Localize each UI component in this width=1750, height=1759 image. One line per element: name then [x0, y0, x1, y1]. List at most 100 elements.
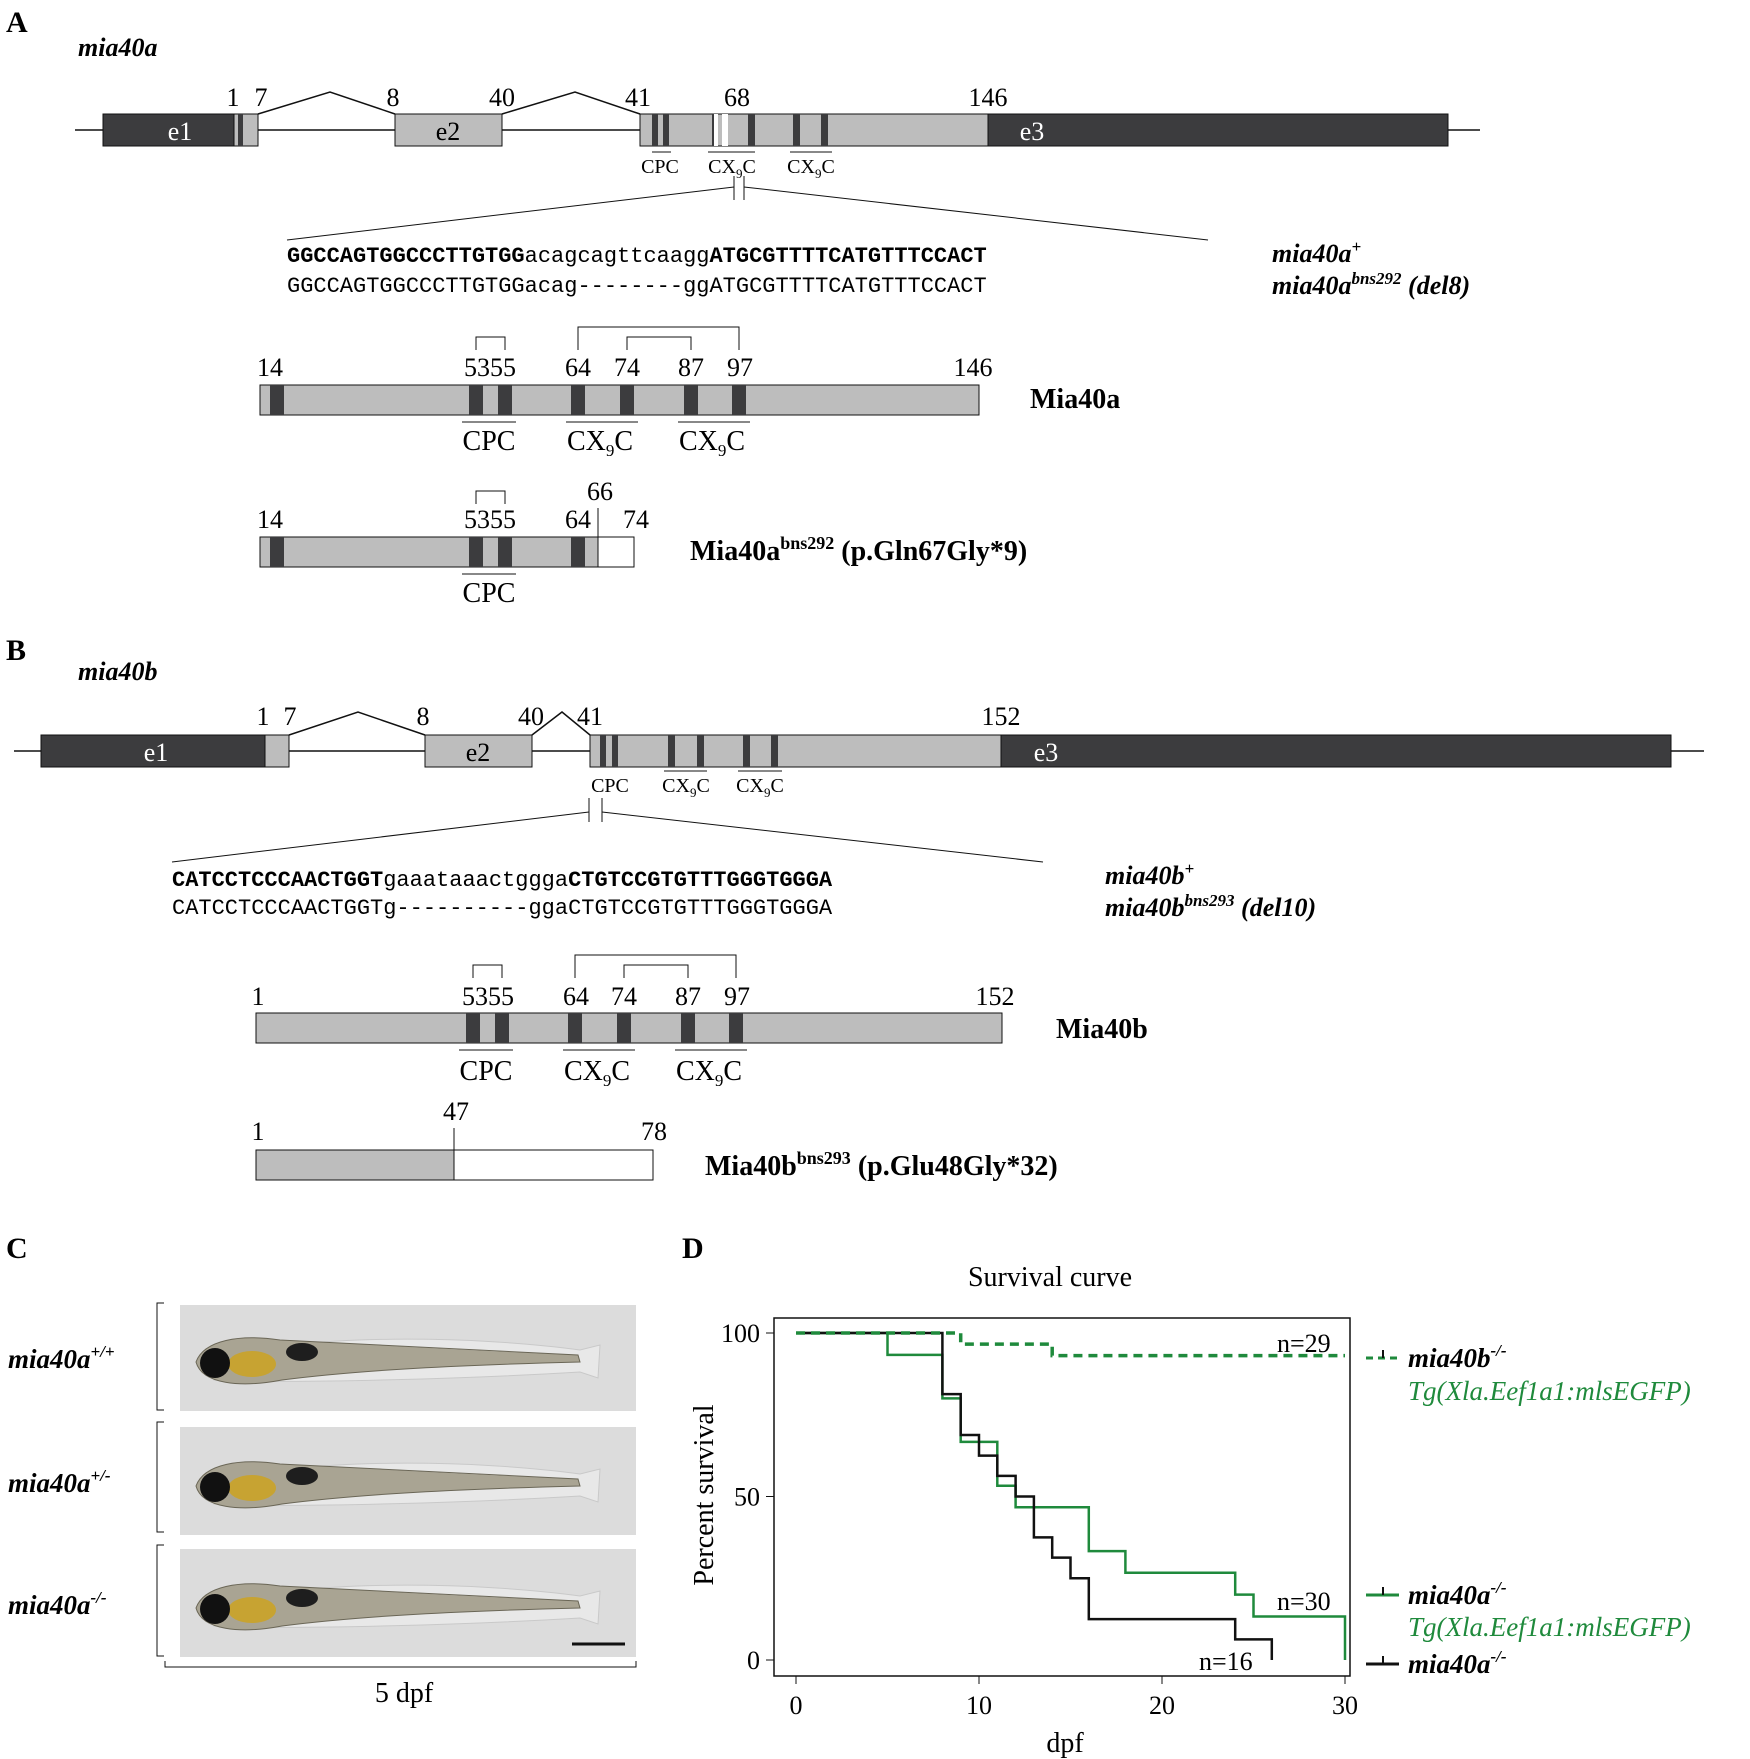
motif-cx: CX: [679, 426, 718, 457]
genotype-label-2: mia40a+/-: [8, 1466, 111, 1498]
seq-bold-left: CATCCTCCCAACTGGT: [172, 868, 383, 893]
exon-1-coding-a: [233, 113, 259, 147]
mut-prot-pos-a-74: 74: [623, 505, 649, 534]
stage-label: 5 dpf: [375, 1678, 434, 1709]
cys-b-3: [668, 735, 675, 767]
exon-1-b: [40, 734, 290, 768]
n-label-series-1: n=29: [1277, 1329, 1331, 1358]
zoom-line-left-b: [171, 811, 590, 863]
exon-3-coding-b: [589, 734, 1002, 768]
exon-label-e2-b: e2: [466, 738, 491, 767]
y-tick-label: 0: [747, 1646, 760, 1675]
panel-d-label: D: [682, 1232, 704, 1265]
mut-prot-cys-a-14: [270, 537, 284, 567]
gene-pos-a-7: 7: [255, 83, 268, 112]
survival-line-2: [796, 1331, 1347, 1660]
allele-sup: bns292: [1351, 269, 1402, 288]
wt-sequence-b: CATCCTCCCAACTGGTgaaataaactgggaCTGTCCGTGT…: [172, 868, 833, 893]
motif-cx9c-gene-a-1: CX9C: [708, 156, 756, 181]
motif-c: C: [821, 156, 834, 178]
disulfide-b-1: [472, 964, 503, 978]
gene-pos-a-68: 68: [724, 83, 750, 112]
mut-protein-name-b: Mia40bbns293 (p.Glu48Gly*32): [705, 1148, 1058, 1182]
protein-name-b: Mia40b: [1056, 1014, 1148, 1045]
gene-pos-a-8: 8: [387, 83, 400, 112]
exon-3-utr-b: [1000, 734, 1672, 768]
mut-disulfide-a: [475, 490, 506, 504]
cys-a-7: [793, 114, 800, 146]
motif-cx: CX: [567, 426, 606, 457]
n-label-series-3: n=16: [1199, 1647, 1253, 1676]
motif-cx: CX: [662, 775, 690, 797]
panel-b-label: B: [6, 634, 26, 667]
allele-suffix: (del10): [1235, 893, 1317, 922]
larva-eye: [200, 1472, 230, 1502]
genotype-name: mia40a: [8, 1344, 91, 1374]
survival-line-1: [796, 1331, 1345, 1358]
seq-mid: acagcagttcaagg: [525, 244, 710, 269]
motif-cx: CX: [787, 156, 815, 178]
genotype-label-3: mia40a-/-: [8, 1588, 107, 1620]
stage-bracket: [164, 1661, 637, 1668]
larva-image-2: [156, 1421, 636, 1535]
mut-sequence-b: CATCCTCCCAACTGGTg----------ggaCTGTCCGTGT…: [172, 896, 833, 921]
zoom-line-left-a: [286, 186, 735, 241]
gene-pos-a-41: 41: [625, 83, 651, 112]
allele-sup: +: [1351, 237, 1361, 256]
allele-name: mia40a: [1272, 271, 1351, 300]
chart-title: Survival curve: [968, 1262, 1132, 1293]
gene-pos-b-1: 1: [257, 702, 270, 731]
gene-pos-b-41: 41: [577, 702, 603, 731]
motif-cpc-gene-a: CPC: [641, 156, 679, 178]
wt-sequence-a: GGCCAGTGGCCCTTGTGGacagcagttcaaggATGCGTTT…: [287, 244, 987, 269]
protein-name: Mia40b: [705, 1151, 797, 1182]
mut-protein-bar-b: [255, 1149, 455, 1181]
disulfide-a-2: [577, 326, 740, 350]
seq-bold-left: GGCCAGTGGCCCTTGTGG: [287, 244, 525, 269]
row-bracket: [156, 1544, 164, 1657]
motif-cx: CX: [736, 775, 764, 797]
motif-cx9c-prot-a-1: CX9C: [567, 426, 633, 460]
mut-prot-pos-a-64: 64: [565, 505, 591, 534]
motif-c: C: [696, 775, 709, 797]
legend-label-1: mia40b-/-: [1408, 1341, 1507, 1373]
panel-a: A mia40a e1 e2 e3 1 7 8 40 41 68 146 CPC: [6, 6, 1480, 609]
legend-label-3: mia40a-/-: [1408, 1647, 1507, 1679]
exon-label-e1-a: e1: [168, 117, 193, 146]
exon-2-a: [394, 113, 503, 147]
wt-allele-a: mia40a+: [1272, 237, 1361, 268]
motif-c: C: [723, 1056, 742, 1087]
mut-allele-a: mia40abns292 (del8): [1272, 269, 1470, 300]
allele-sup: +: [1184, 859, 1194, 878]
cys-a-2: [663, 114, 669, 146]
prot-pos-a-97: 97: [727, 353, 753, 382]
allele-name: mia40a: [1272, 239, 1351, 268]
cys-a-6: [748, 114, 755, 146]
yolk: [228, 1475, 276, 1501]
motif-nine: 9: [606, 441, 615, 460]
mut-protein-frameshift-b: [453, 1149, 654, 1181]
motif-cpc-prot-a: CPC: [463, 426, 516, 457]
disulfide-b-3: [623, 964, 689, 978]
motif-nine: 9: [690, 785, 697, 800]
motif-c: C: [614, 426, 633, 457]
y-tick-label: 50: [734, 1483, 760, 1512]
prot-cys-b-74: [617, 1013, 631, 1043]
exon-3-utr-a: [987, 113, 1449, 147]
protein-sup: bns292: [780, 533, 834, 553]
genotype-name: mia40a: [8, 1468, 91, 1498]
motif-a-e1: [238, 114, 243, 146]
protein-change: (p.Gln67Gly*9): [834, 536, 1027, 567]
prot-pos-b-1: 1: [252, 982, 265, 1011]
prot-pos-b-152: 152: [976, 982, 1015, 1011]
motif-nine: 9: [736, 166, 743, 181]
disulfide-a-3: [626, 336, 692, 350]
intron-2-a: [501, 91, 641, 115]
motif-cx9c-prot-b-2: CX9C: [676, 1056, 742, 1090]
survival-line-3: [796, 1331, 1274, 1660]
disulfide-a-1: [475, 336, 506, 350]
mut-prot-pos-a-14: 14: [257, 505, 283, 534]
motif-c: C: [770, 775, 783, 797]
prot-pos-a-64: 64: [565, 353, 591, 382]
